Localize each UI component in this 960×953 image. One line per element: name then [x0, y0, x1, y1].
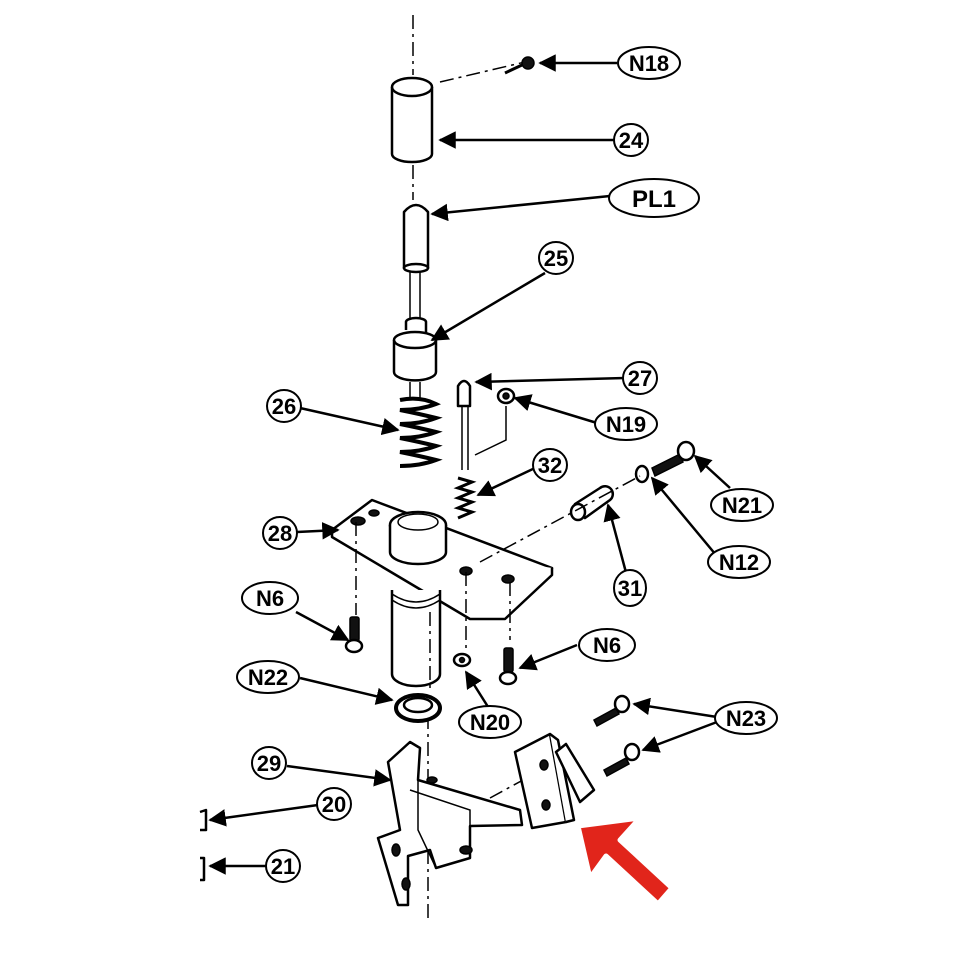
screw-n23-upper	[593, 694, 631, 728]
label-20: 20	[316, 787, 352, 821]
screw-n18	[504, 56, 535, 75]
label-pl1: PL1	[608, 178, 700, 218]
screw-n6-left	[344, 616, 364, 654]
svg-text:26: 26	[272, 394, 296, 419]
label-n12: N12	[707, 545, 771, 579]
washer-n12	[634, 464, 650, 484]
label-n22: N22	[236, 660, 300, 694]
bushing-25	[392, 316, 438, 400]
svg-text:32: 32	[538, 453, 562, 478]
svg-text:N6: N6	[256, 586, 284, 611]
svg-text:N19: N19	[606, 412, 646, 437]
svg-text:N22: N22	[248, 665, 288, 690]
svg-text:29: 29	[257, 751, 281, 776]
leader-lines	[208, 54, 731, 875]
label-n20: N20	[458, 705, 522, 739]
label-31: 31	[613, 569, 647, 607]
nut-n19	[474, 387, 516, 456]
label-25: 25	[538, 241, 574, 275]
label-n23: N23	[714, 701, 778, 735]
part-labels: N18 24 PL1 25 27 N19 26 32	[236, 46, 778, 883]
spring-32	[453, 476, 477, 520]
mounting-plate-28	[330, 498, 554, 690]
svg-text:31: 31	[618, 576, 642, 601]
plunger-pl1	[402, 203, 430, 325]
label-32: 32	[532, 448, 568, 482]
label-n6-right: N6	[578, 628, 636, 662]
red-pointer-arrow-icon	[575, 815, 675, 907]
label-27: 27	[622, 361, 658, 395]
label-24: 24	[613, 123, 649, 157]
pin-31	[569, 484, 615, 522]
svg-text:28: 28	[268, 521, 292, 546]
label-n18: N18	[617, 46, 681, 80]
label-26: 26	[266, 389, 302, 423]
bolt-n21	[651, 440, 696, 478]
label-n21: N21	[710, 488, 774, 522]
washer-n20	[452, 652, 472, 668]
svg-text:27: 27	[628, 366, 652, 391]
bracket-29	[376, 740, 546, 907]
screw-n23-lower	[603, 742, 641, 778]
svg-text:N6: N6	[593, 633, 621, 658]
svg-text:24: 24	[619, 128, 644, 153]
label-21: 21	[265, 849, 301, 883]
label-28: 28	[262, 516, 298, 550]
label-n6-left: N6	[241, 581, 299, 615]
svg-text:PL1: PL1	[632, 186, 676, 213]
ring-n22	[394, 693, 442, 723]
svg-text:N20: N20	[470, 710, 510, 735]
svg-text:N23: N23	[726, 706, 766, 731]
svg-text:N21: N21	[722, 493, 762, 518]
label-29: 29	[251, 746, 287, 780]
pin-27	[456, 379, 472, 470]
svg-text:20: 20	[322, 792, 346, 817]
label-n19: N19	[594, 407, 658, 441]
svg-text:N12: N12	[719, 550, 759, 575]
cap-cylinder-24	[390, 76, 434, 164]
switch-block	[513, 732, 596, 830]
svg-text:N18: N18	[629, 51, 669, 76]
screw-n6-right	[498, 647, 518, 686]
svg-text:25: 25	[544, 246, 568, 271]
spring-26	[399, 396, 443, 468]
svg-text:21: 21	[271, 854, 295, 879]
edge-fragments	[199, 808, 208, 882]
